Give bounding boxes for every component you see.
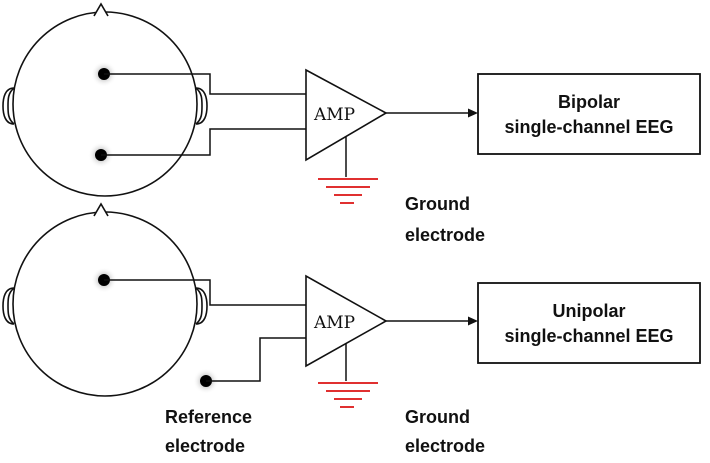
bottom-head [2,202,208,397]
top-head [2,2,208,197]
bottom-output-arrowhead [468,316,478,326]
reference-label-line1: Reference [165,407,252,427]
top-amp-label: AMP [313,105,355,125]
top-ground-symbol [318,137,378,204]
bottom-ground-symbol [318,343,378,408]
bipolar-box-line2: single-channel EEG [504,117,673,137]
bipolar-output-box: Bipolar single-channel EEG [477,73,701,155]
bottom-wires [104,279,470,382]
unipolar-box-line1: Unipolar [552,301,625,321]
bottom-ground-label-line2: electrode [405,436,485,456]
top-output-arrowhead [468,108,478,118]
bottom-amp-label: AMP [313,313,355,333]
top-ground-label-line2: electrode [405,225,485,245]
top-ground-label-line1: Ground [405,194,470,214]
bottom-ground-label-line1: Ground [405,407,470,427]
top-wires [101,73,470,156]
reference-label-line2: electrode [165,436,245,456]
top-amplifier: AMP [305,68,388,162]
unipolar-box-line2: single-channel EEG [504,326,673,346]
bipolar-box-line1: Bipolar [558,92,620,112]
bottom-amplifier: AMP [305,274,388,368]
unipolar-output-box: Unipolar single-channel EEG [477,282,701,364]
bipolar-section: AMP Bipolar single-channel EEG Ground el… [2,2,701,245]
unipolar-section: AMP Unipolar single-channel EEG Referenc… [2,202,701,456]
